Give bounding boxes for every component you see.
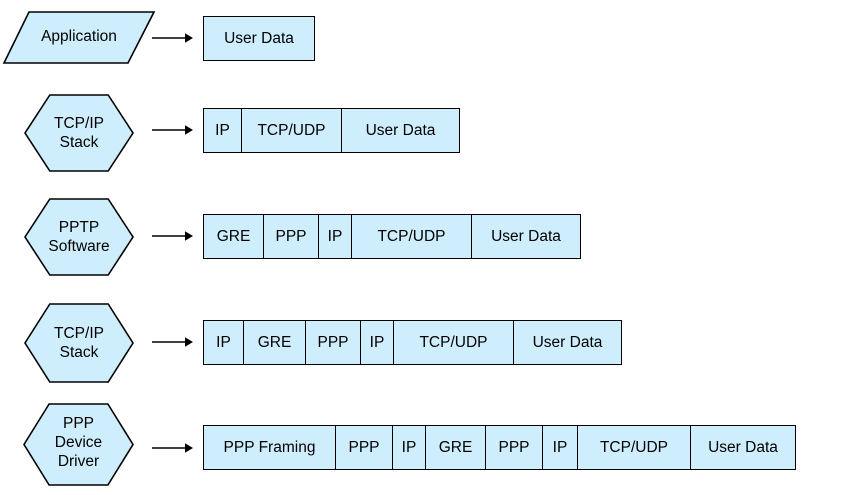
packet-segment: User Data — [224, 29, 294, 47]
packet-segment: PPP — [264, 215, 319, 258]
packet-segment: GRE — [204, 215, 264, 258]
packet-segment: IP — [361, 321, 394, 364]
stage-shape-5 — [23, 403, 134, 486]
packet-segment: User Data — [491, 227, 561, 245]
stage-shape-3 — [24, 198, 134, 276]
packet-segment: IP — [204, 321, 244, 364]
packet-segment: TCP/UDP — [242, 109, 342, 152]
stage-shape-4 — [24, 303, 134, 383]
stage-shape-2 — [24, 94, 134, 172]
stage-shape-1 — [2, 11, 156, 64]
packet-segment: User Data — [532, 333, 603, 351]
packet-segment: PPP — [306, 321, 361, 364]
packet-segment: User Data — [365, 121, 436, 139]
flow-arrow-5 — [150, 440, 198, 461]
packet-segment: PPP — [336, 426, 393, 469]
packet-strip-1: User Data — [203, 16, 315, 61]
packet-segment: TCP/UDP — [394, 321, 514, 364]
flow-arrow-1 — [150, 30, 198, 51]
flow-arrow-4 — [150, 334, 198, 355]
flow-arrow-3 — [150, 228, 198, 249]
flow-arrow-2 — [150, 122, 198, 143]
packet-segment: IP — [393, 426, 426, 469]
packet-segment: TCP/UDP — [352, 215, 472, 258]
packet-segment: IP — [319, 215, 352, 258]
packet-segment: IP — [543, 426, 578, 469]
packet-segment: GRE — [426, 426, 486, 469]
packet-segment: User Data — [708, 438, 778, 456]
packet-segment: PPP — [486, 426, 543, 469]
packet-segment: TCP/UDP — [578, 426, 691, 469]
packet-segment: PPP Framing — [204, 426, 336, 469]
packet-segment: GRE — [244, 321, 306, 364]
packet-segment: IP — [204, 109, 242, 152]
